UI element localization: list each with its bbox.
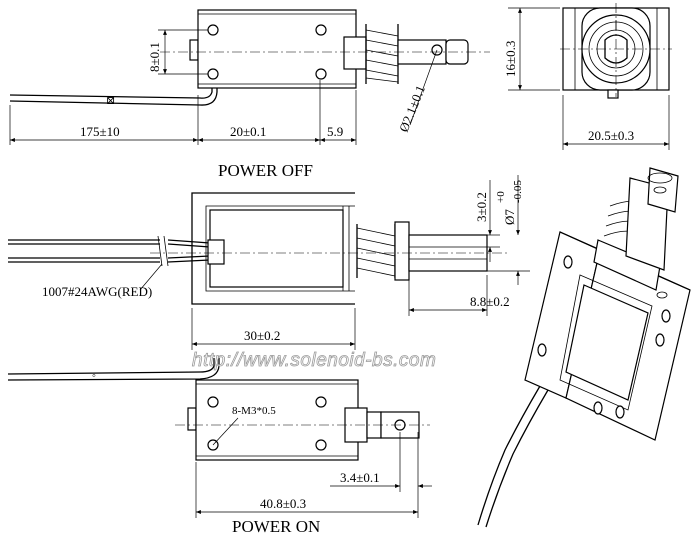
dim-hole-offset: 3.4±0.1 (340, 470, 380, 485)
dim-slot-depth: 3±0.2 (474, 192, 489, 222)
label-power-off: POWER OFF (218, 161, 313, 180)
power-off-view: ⊠ 8±0.1 Ø2.1±0.1 (9, 9, 490, 180)
dim-stroke-length: 8.8±0.2 (470, 294, 510, 309)
dim-shaft-tol-upper: +0 (495, 191, 507, 203)
dim-total-length: 40.8±0.3 (260, 496, 306, 511)
dim-shaft-diameter: Ø7 (502, 209, 517, 225)
dim-lead-length: 175±10 (80, 124, 120, 139)
dim-shaft-tol-lower: -0.05 (512, 180, 524, 203)
dim-plunger-diameter: Ø2.1±0.1 (396, 83, 428, 134)
dim-width: 20.5±0.3 (588, 128, 634, 143)
side-view: 3±0.2 Ø7 +0 -0.05 8.8±0.2 1007#24AWG(RED… (8, 175, 530, 350)
dim-hole-spacing: 8±0.1 (147, 42, 162, 72)
power-on-view: ◦ 8-M3*0.5 3.4±0.1 40.8±0.3 POWER ON (7, 358, 432, 536)
label-wire-spec: 1007#24AWG(RED) (42, 284, 152, 299)
svg-text:◦: ◦ (92, 370, 96, 382)
isometric-view (477, 167, 691, 528)
dim-body-length: 20±0.1 (230, 124, 266, 139)
svg-text:⊠: ⊠ (106, 95, 115, 107)
watermark: http://www.solenoid-bs.com (192, 350, 436, 371)
label-power-on: POWER ON (232, 517, 320, 536)
end-view: 16±0.3 20.5±0.3 (503, 3, 672, 150)
dim-plunger-ext: 5.9 (327, 124, 343, 139)
label-screw-spec: 8-M3*0.5 (232, 405, 276, 417)
dim-frame-length: 30±0.2 (244, 328, 280, 343)
dim-height: 16±0.3 (503, 41, 518, 77)
